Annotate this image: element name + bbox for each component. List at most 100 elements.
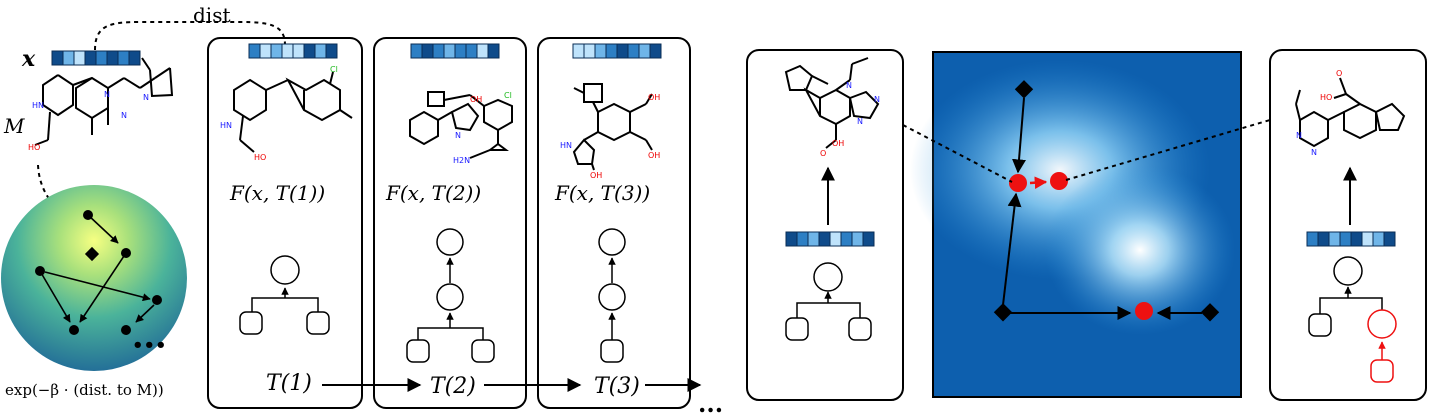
fingerprint-cell: [829, 231, 842, 247]
fingerprint-cell: [314, 43, 327, 59]
fingerprint-cell: [259, 43, 272, 59]
sequence-ellipsis: ...: [698, 389, 723, 415]
fingerprint-cell: [73, 50, 86, 66]
atom-N3-M: N: [143, 93, 149, 102]
molecule-t3: [572, 83, 653, 171]
fingerprint-cell: [1372, 231, 1385, 247]
landscape-optima: [1009, 172, 1153, 320]
fingerprint-cell: [248, 43, 261, 59]
fingerprint-t3: [572, 43, 662, 59]
atom-N3-optl: N: [857, 117, 863, 126]
landscape-start-diamonds: [993, 80, 1220, 322]
fingerprint-x: [51, 50, 141, 66]
fingerprint-cell: [649, 43, 662, 59]
fingerprint-cell: [862, 231, 875, 247]
fingerprint-cell: [84, 50, 97, 66]
opt-left-box: [746, 49, 904, 401]
atom-OH3-t3: OH: [590, 171, 602, 180]
fingerprint-cell: [616, 43, 629, 59]
atom-OH-t2: OH: [470, 95, 482, 104]
column-3: OH OH HN OH F(x, T(3)) T(3): [537, 37, 691, 409]
F-label-3: F(x, T(3)): [554, 181, 650, 205]
atom-O-optr: O: [1336, 69, 1342, 78]
atom-HO-M: HO: [28, 143, 40, 152]
atom-N2-optr: N: [1311, 148, 1317, 157]
sphere-ellipsis: •••: [132, 335, 167, 356]
atom-H2N-t2: H2N: [453, 156, 470, 165]
fingerprint-cell: [465, 43, 478, 59]
fingerprint-cell: [785, 231, 798, 247]
fingerprint-cell: [796, 231, 809, 247]
fingerprint-cell: [851, 231, 864, 247]
atom-N1-optr: N: [1296, 131, 1302, 140]
dist-dashed-link: [94, 21, 286, 51]
atom-N1-M: N: [104, 90, 110, 99]
column-1-box: [207, 37, 363, 409]
fingerprint-cell: [325, 43, 338, 59]
fingerprint-cell: [807, 231, 820, 247]
molecule-opt-right: [1295, 77, 1406, 148]
latent-sphere: [1, 185, 187, 371]
fingerprint-cell: [1361, 231, 1374, 247]
atom-HO-optr: HO: [1320, 93, 1332, 102]
fingerprint-cell: [476, 43, 489, 59]
fingerprint-cell: [1328, 231, 1341, 247]
fingerprint-cell: [62, 50, 75, 66]
optim-step-red: [1029, 176, 1048, 189]
dist-label: dist: [193, 3, 231, 27]
molecule-M: [34, 57, 174, 146]
fingerprint-cell: [1383, 231, 1396, 247]
atom-Cl-t2: Cl: [504, 91, 512, 100]
energy-landscape: [902, 51, 1271, 398]
opt-left-panel: N N N O OH: [746, 49, 904, 401]
fingerprint-cell: [292, 43, 305, 59]
fingerprint-cell: [443, 43, 456, 59]
fingerprint-cell: [638, 43, 651, 59]
atom-N-t2: N: [455, 131, 461, 140]
fingerprint-cell: [281, 43, 294, 59]
fingerprint-cell: [454, 43, 467, 59]
atom-HN-M: HN: [32, 101, 44, 110]
M-label: M: [3, 114, 25, 138]
fingerprint-t2: [410, 43, 500, 59]
landscape-basin-2: [1045, 165, 1235, 335]
atom-N1-optl: N: [846, 81, 852, 90]
atom-HN-t1: HN: [220, 121, 232, 130]
fingerprint-cell: [487, 43, 500, 59]
x-label: x: [21, 46, 36, 72]
tree-t2: [406, 228, 495, 363]
fingerprint-cell: [117, 50, 130, 66]
fingerprint-cell: [51, 50, 64, 66]
landscape-paths: [1002, 97, 1202, 320]
atom-N2-M: N: [121, 111, 127, 120]
fingerprint-cell: [840, 231, 853, 247]
fingerprint-cell: [1306, 231, 1319, 247]
fingerprint-cell: [1339, 231, 1352, 247]
fingerprint-cell: [818, 231, 831, 247]
column-1: HN HO Cl F(x, T(1)) T(1): [207, 37, 363, 409]
fingerprint-cell: [1350, 231, 1363, 247]
fingerprint-cell: [1317, 231, 1330, 247]
fingerprint-cell: [572, 43, 585, 59]
fingerprint-cell: [128, 50, 141, 66]
atom-N2-optl: N: [874, 95, 880, 104]
fingerprint-cell: [106, 50, 119, 66]
atom-O-optl: O: [820, 149, 826, 158]
column-2: OH N Cl H2N F(x, T(2)) T(2): [373, 37, 527, 409]
tree-opt-left: [785, 262, 872, 341]
tree-opt-right: [1308, 256, 1397, 383]
atom-HN-t3: HN: [560, 141, 572, 150]
atom-Cl-t1: Cl: [330, 65, 338, 74]
fingerprint-cell: [605, 43, 618, 59]
F-label-2: F(x, T(2)): [385, 181, 481, 205]
opt-right-panel: O HO N N: [1269, 49, 1427, 401]
fingerprint-cell: [421, 43, 434, 59]
fingerprint-cell: [627, 43, 640, 59]
column-2-box: [373, 37, 527, 409]
atom-HO-t1: HO: [254, 153, 266, 162]
fingerprint-t1: [248, 43, 338, 59]
fingerprint-cell: [95, 50, 108, 66]
fingerprint-cell: [303, 43, 316, 59]
column-3-box: [537, 37, 691, 409]
